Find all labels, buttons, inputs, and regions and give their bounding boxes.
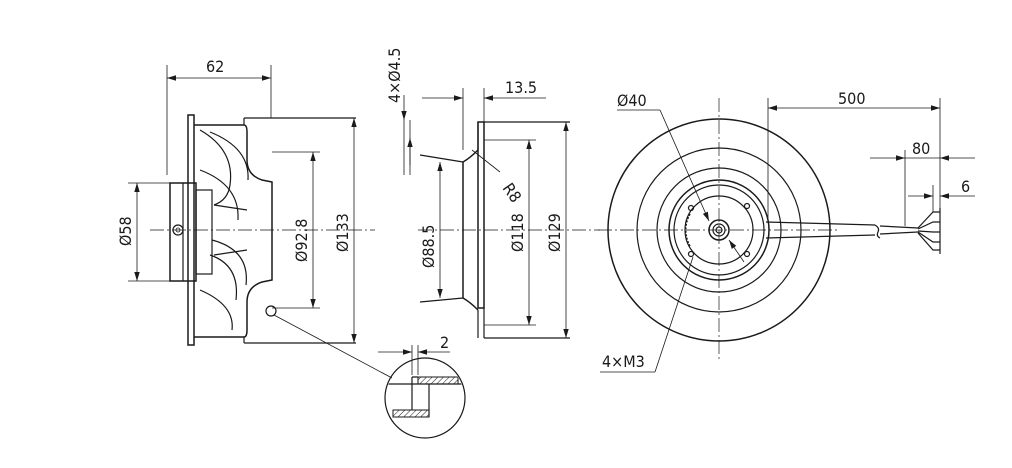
- impeller-blades: [199, 129, 249, 331]
- shroud-circle: [636, 147, 802, 313]
- outer-dia-label: Ø133: [333, 213, 352, 252]
- screws-label: 4×M3: [602, 352, 645, 371]
- mid-dia-label: Ø118: [508, 213, 527, 252]
- inlet-dia-label: Ø92.8: [292, 219, 311, 262]
- front-view: Ø40 500 80 6 4×M3: [598, 89, 975, 373]
- inlet-circle: [656, 167, 782, 293]
- screws-leader: [654, 256, 694, 373]
- ring-outer-dia-label: Ø129: [545, 213, 564, 252]
- backplate: [187, 114, 195, 346]
- strip-label: 80: [912, 139, 930, 158]
- tip-label: 6: [961, 177, 970, 196]
- detail-leader: [273, 314, 393, 379]
- radius-label: R8: [499, 179, 526, 206]
- detail-circle: [384, 357, 466, 439]
- thickness-label: 2: [440, 333, 449, 352]
- screw-hole: [743, 202, 751, 210]
- wire-ends: [917, 208, 941, 254]
- flange-label: 13.5: [505, 78, 537, 97]
- inner-dia-label: Ø88.5: [419, 225, 438, 268]
- radius-leader: [471, 149, 501, 173]
- cable-length-label: 500: [838, 89, 865, 108]
- hub-screw: [172, 224, 184, 236]
- outer-circle: [607, 118, 831, 342]
- detail-view: 2: [378, 333, 466, 439]
- ring-throat: [462, 149, 479, 311]
- cable: [765, 221, 876, 226]
- side-view: 62 Ø58: [116, 57, 393, 379]
- screw-hole: [687, 250, 695, 258]
- hub-dia-label: Ø58: [116, 216, 135, 246]
- screw-hole: [687, 204, 695, 212]
- width-label: 62: [206, 57, 224, 76]
- hub-dia-label: Ø40: [617, 91, 647, 110]
- screw-hole: [743, 250, 751, 258]
- ring-flange: [477, 121, 485, 309]
- shroud: [194, 124, 273, 338]
- rotor-circle: [668, 179, 770, 281]
- detail-marker: [265, 305, 277, 317]
- inlet-ring-view: 4×Ø4.5 13.5 R8 Ø88.5 Ø118 Ø129: [385, 48, 600, 339]
- shaft-circle: [708, 219, 730, 241]
- holes-label: 4×Ø4.5: [385, 48, 404, 103]
